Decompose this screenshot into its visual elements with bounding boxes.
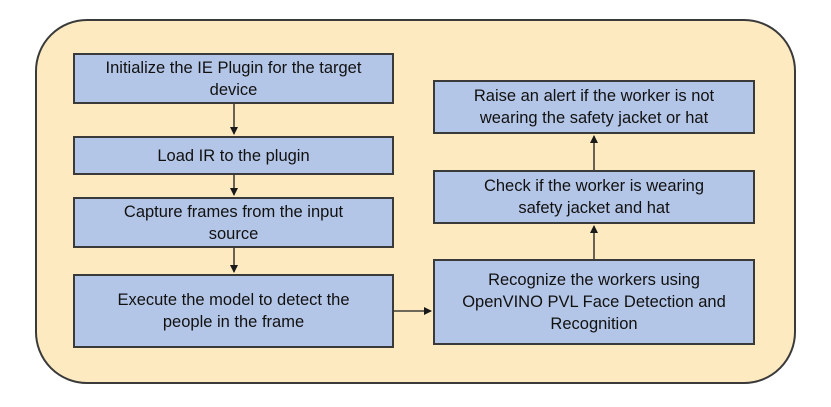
step-raise-alert: Raise an alert if the worker is not wear…: [433, 80, 755, 134]
step-load-ir: Load IR to the plugin: [73, 136, 394, 175]
step-recognize-workers: Recognize the workers using OpenVINO PVL…: [433, 259, 755, 345]
step-check-worker: Check if the worker is wearing safety ja…: [433, 170, 755, 224]
step-initialize-plugin: Initialize the IE Plugin for the target …: [73, 53, 394, 104]
step-capture-frames: Capture frames from the input source: [73, 197, 394, 248]
step-execute-model: Execute the model to detect the people i…: [73, 274, 394, 348]
